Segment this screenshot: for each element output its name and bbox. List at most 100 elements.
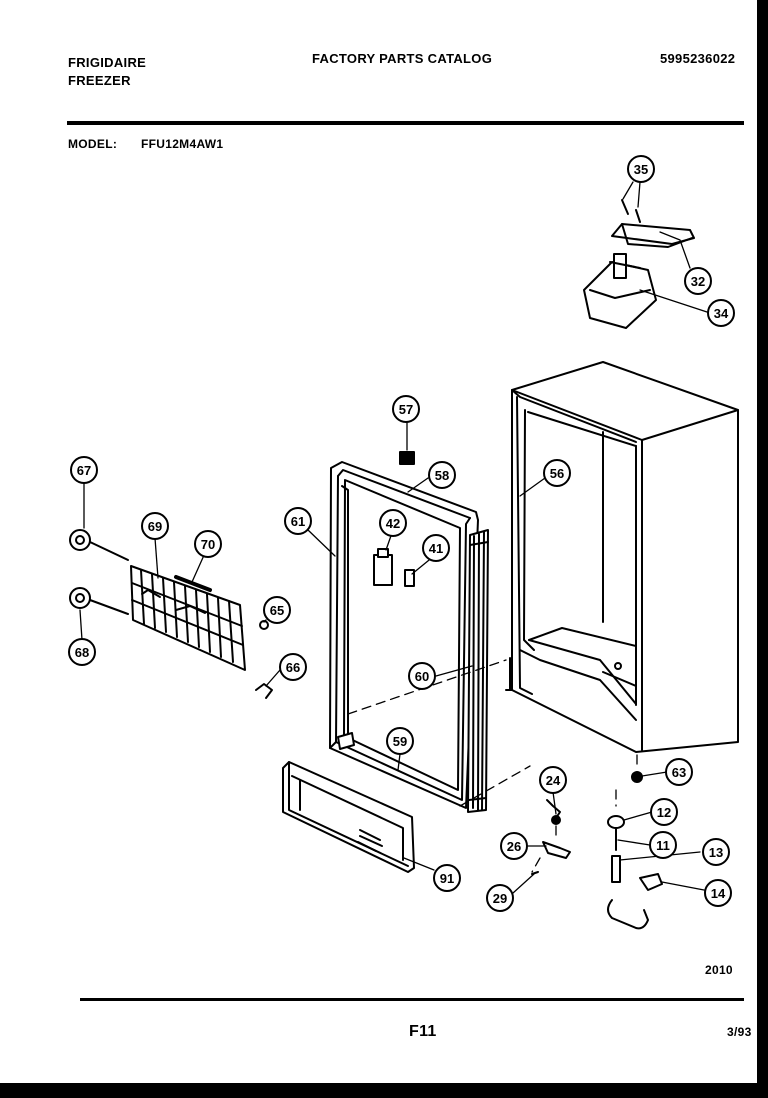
callout-32: 32 (684, 267, 712, 295)
callout-41: 41 (422, 534, 450, 562)
door-liner-assembly (329, 461, 479, 809)
callout-number: 69 (148, 519, 162, 534)
callout-circle (68, 638, 96, 666)
callout-circle (428, 461, 456, 489)
callout-number: 60 (415, 669, 429, 684)
callout-13: 13 (702, 838, 730, 866)
callout-circle (543, 459, 571, 487)
callout-number: 41 (429, 541, 443, 556)
callout-number: 13 (709, 845, 723, 860)
catalog-title: FACTORY PARTS CATALOG (312, 51, 493, 66)
callout-12: 12 (650, 798, 678, 826)
callout-70: 70 (194, 530, 222, 558)
header-divider (67, 121, 744, 125)
model-number: FFU12M4AW1 (141, 137, 224, 151)
callout-59: 59 (386, 727, 414, 755)
part-65 (259, 620, 269, 630)
callout-14: 14 (704, 879, 732, 907)
callout-circle (392, 395, 420, 423)
footer-divider (80, 998, 744, 1001)
callout-circle (141, 512, 169, 540)
wire-grille (130, 565, 246, 671)
callout-circle (702, 838, 730, 866)
catalog-number: 5995236022 (660, 51, 736, 66)
leader-lines (79, 181, 708, 894)
callout-circle (422, 534, 450, 562)
callout-circle (650, 798, 678, 826)
callout-67: 67 (70, 456, 98, 484)
freezer-cabinet (505, 361, 739, 753)
callout-circle (704, 879, 732, 907)
callout-11: 11 (649, 831, 677, 859)
callout-63: 63 (665, 758, 693, 786)
callout-57: 57 (392, 395, 420, 423)
callout-number: 65 (270, 603, 284, 618)
brand-name: FRIGIDAIRE (68, 55, 147, 70)
callout-circle (70, 456, 98, 484)
callout-58: 58 (428, 461, 456, 489)
callout-number: 34 (714, 306, 729, 321)
callout-66: 66 (279, 653, 307, 681)
callout-number: 35 (634, 162, 648, 177)
callout-number: 26 (507, 839, 521, 854)
callout-number: 66 (286, 660, 300, 675)
callout-number: 67 (77, 463, 91, 478)
callout-number: 11 (656, 838, 670, 853)
callout-circle (665, 758, 693, 786)
callout-number: 59 (393, 734, 407, 749)
parts-sheet: FRIGIDAIRE FREEZER FACTORY PARTS CATALOG… (0, 0, 757, 1083)
bottom-hinge-hardware (531, 771, 663, 930)
callout-number: 63 (672, 765, 686, 780)
callout-number: 14 (711, 886, 726, 901)
callout-circle (539, 766, 567, 794)
callout-circle (408, 662, 436, 690)
callout-91: 91 (433, 864, 461, 892)
callout-number: 32 (691, 274, 705, 289)
top-hinge (583, 199, 695, 329)
model-label: MODEL: (68, 137, 118, 151)
page-number: F11 (409, 1023, 437, 1040)
callout-circle (684, 267, 712, 295)
callout-24: 24 (539, 766, 567, 794)
callout-number: 91 (440, 871, 454, 886)
callout-60: 60 (408, 662, 436, 690)
part-66 (255, 683, 273, 699)
callout-circle (627, 155, 655, 183)
callout-circle (649, 831, 677, 859)
callout-number: 56 (550, 466, 564, 481)
callout-number: 29 (493, 891, 507, 906)
callout-circle (486, 884, 514, 912)
callout-26: 26 (500, 832, 528, 860)
callout-labels: 35 32 34 57 58 56 67 69 70 61 42 41 65 66 68 60 59 24 26 29… (68, 155, 735, 912)
callout-number: 58 (435, 468, 449, 483)
callout-circle (194, 530, 222, 558)
callout-29: 29 (486, 884, 514, 912)
fastener-70 (174, 575, 212, 592)
callout-34: 34 (707, 299, 735, 327)
callout-number: 24 (546, 773, 561, 788)
callout-number: 57 (399, 402, 413, 417)
callout-circle (379, 509, 407, 537)
callout-circle (500, 832, 528, 860)
callout-56: 56 (543, 459, 571, 487)
thermostat-switch (373, 548, 415, 587)
callout-number: 12 (657, 805, 671, 820)
issue-date: 3/93 (727, 1025, 752, 1039)
callout-61: 61 (284, 507, 312, 535)
callout-69: 69 (141, 512, 169, 540)
callout-68: 68 (68, 638, 96, 666)
callout-circle (433, 864, 461, 892)
door-gasket (467, 529, 489, 813)
callout-number: 70 (201, 537, 215, 552)
callout-35: 35 (627, 155, 655, 183)
grille-clips (69, 529, 129, 615)
callout-number: 42 (386, 516, 400, 531)
callout-42: 42 (379, 509, 407, 537)
callout-number: 68 (75, 645, 89, 660)
callout-circle (263, 596, 291, 624)
callout-number: 61 (291, 514, 305, 529)
product-type: FREEZER (68, 73, 131, 88)
kick-plate (282, 761, 415, 873)
callout-circle (279, 653, 307, 681)
foot-57 (399, 451, 415, 465)
